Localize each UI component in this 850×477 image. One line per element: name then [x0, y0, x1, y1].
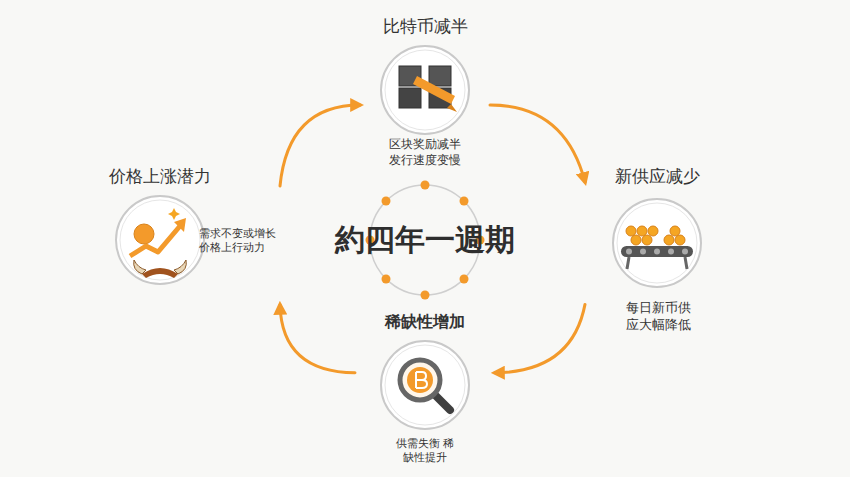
step-description: 区块奖励减半 发行速度变慢: [385, 137, 465, 168]
magnifier-icon: [377, 337, 473, 433]
cycle-arrow: [490, 105, 585, 182]
cycle-arrow: [495, 304, 585, 372]
step-heading: 价格上涨潜力: [95, 165, 225, 187]
step-description: 供需失衡 稀缺性提升: [393, 437, 457, 466]
cycle-arrow: [280, 105, 360, 186]
cycle-step: 价格上涨潜力需求不变或增长 价格上行动力: [95, 165, 280, 305]
conveyor-icon: [609, 195, 705, 291]
cycle-step: 比特币减半区块奖励减半 发行速度变慢: [360, 15, 490, 165]
cycle-title: 約四年一週期: [305, 220, 545, 260]
cycle-step: 稀缺性增加供需失衡 稀缺性提升: [355, 312, 495, 472]
price-icon: [112, 192, 208, 288]
step-heading: 新供应减少: [585, 165, 730, 187]
step-description: 每日新币供 应大幅降低: [623, 300, 693, 334]
cycle-arrow: [280, 305, 355, 373]
step-heading: 稀缺性增加: [355, 312, 495, 333]
cycle-step: 新供应减少每日新币供 应大幅降低: [585, 165, 730, 335]
halving-icon: [377, 42, 473, 138]
step-heading: 比特币减半: [360, 15, 490, 37]
step-description: 需求不变或增长 价格上行动力: [199, 227, 279, 256]
